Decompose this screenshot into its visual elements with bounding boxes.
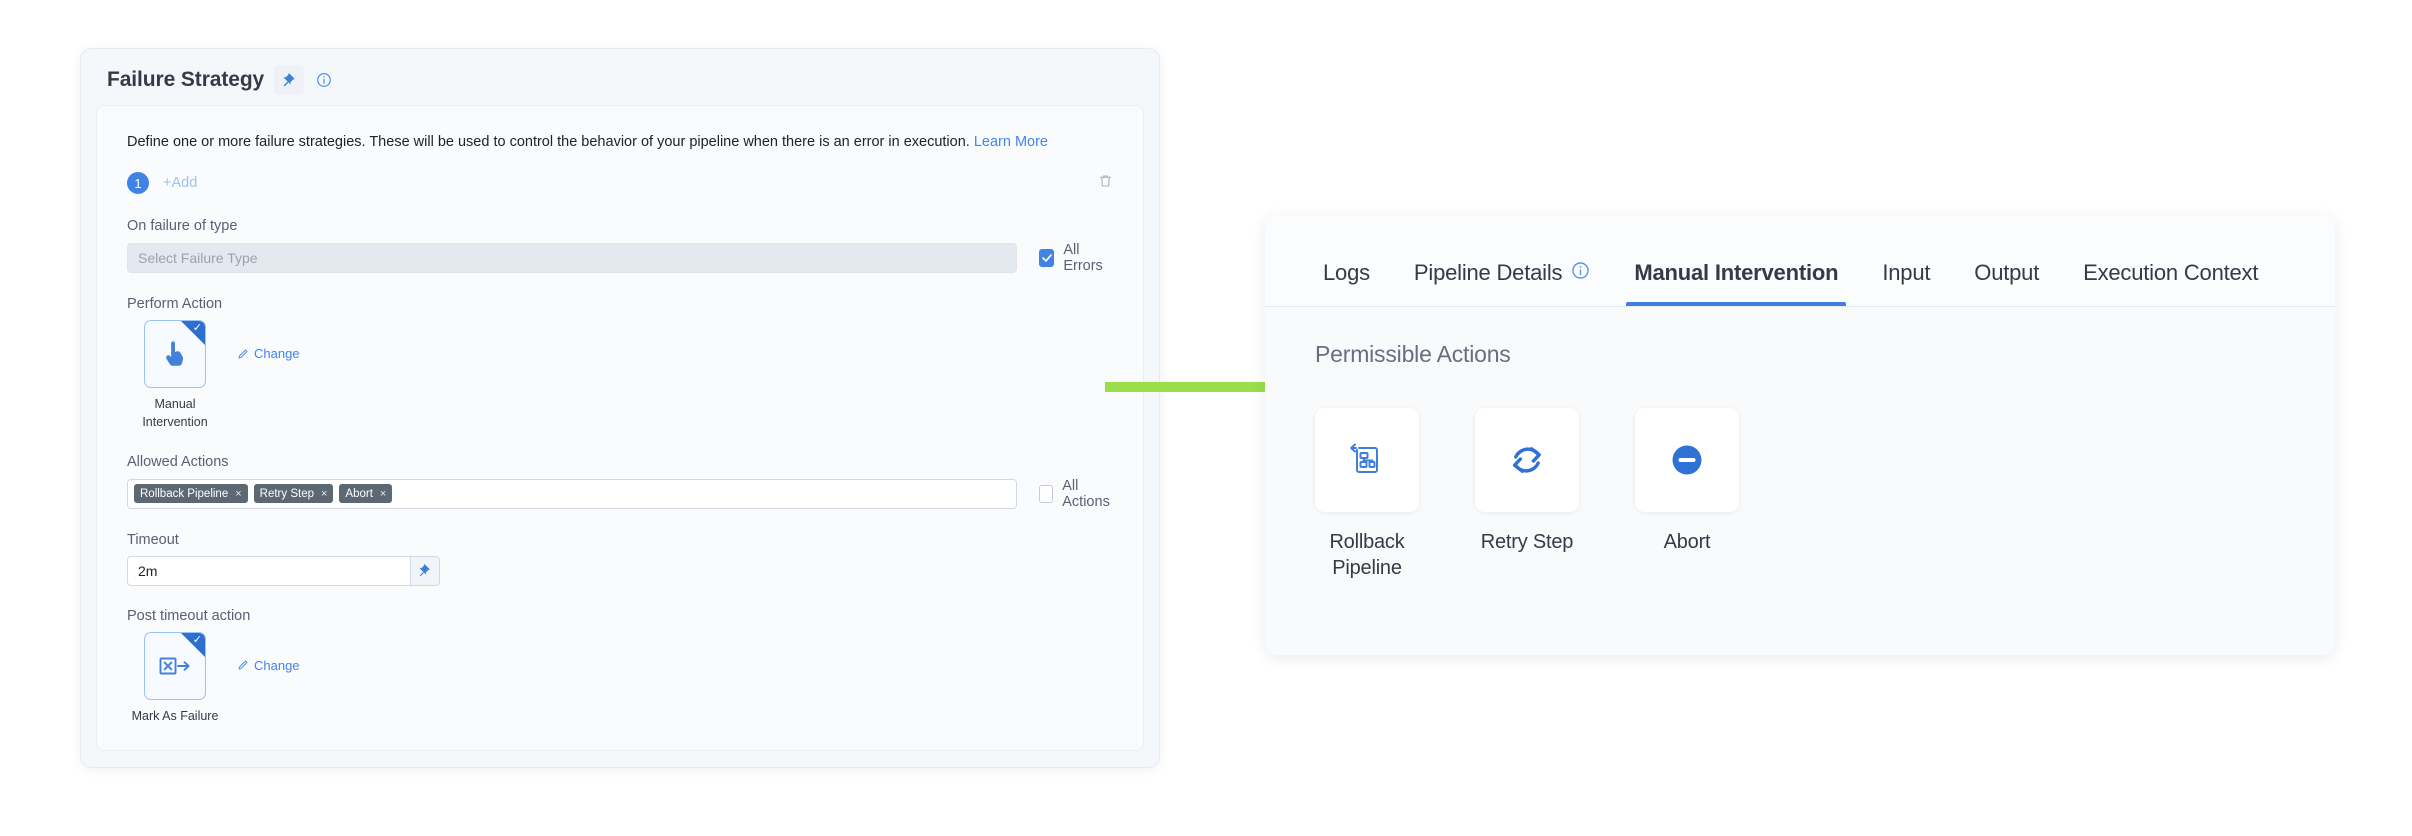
chip-label: Retry Step [260, 488, 314, 500]
description-text: Define one or more failure strategies. T… [127, 132, 1113, 152]
change-label: Change [254, 658, 300, 673]
allowed-actions-label: Allowed Actions [127, 454, 1113, 470]
tab-bar: Logs Pipeline Details Manual Intervention I… [1265, 215, 2335, 307]
strategy-index-row: 1 +Add [127, 170, 1113, 196]
tab-pipeline-details[interactable]: Pipeline Details [1392, 260, 1612, 306]
allowed-action-chip[interactable]: Retry Step × [254, 484, 334, 503]
check-icon: ✓ [193, 635, 202, 646]
tab-execution-context[interactable]: Execution Context [2061, 260, 2280, 306]
pencil-icon [237, 659, 249, 671]
chip-remove-icon[interactable]: × [380, 488, 386, 500]
trash-icon[interactable] [1098, 173, 1113, 194]
timeout-field: 2m [127, 556, 440, 586]
tab-output[interactable]: Output [1952, 260, 2061, 306]
check-icon: ✓ [193, 323, 202, 334]
change-perform-action-button[interactable]: Change [237, 346, 300, 361]
failure-strategy-body: Define one or more failure strategies. T… [96, 105, 1144, 751]
change-label: Change [254, 346, 300, 361]
page-title: Failure Strategy [107, 68, 264, 92]
tab-input[interactable]: Input [1860, 260, 1952, 306]
manual-intervention-panel: Permissible Actions Rollback Pipeline Ret… [1265, 307, 2335, 581]
manual-intervention-caption: Manual Intervention [127, 395, 223, 431]
retry-step-icon[interactable] [1475, 408, 1579, 512]
info-circle-icon[interactable] [314, 71, 333, 90]
all-actions-checkbox[interactable]: All Actions [1039, 478, 1114, 510]
permissible-action-label: Rollback Pipeline [1315, 530, 1419, 581]
allowed-action-chip[interactable]: Rollback Pipeline × [134, 484, 248, 503]
timeout-label: Timeout [127, 532, 1113, 548]
chip-remove-icon[interactable]: × [235, 488, 241, 500]
perform-action-tile-col: ✓ Manual Intervention [127, 320, 223, 431]
post-timeout-action-label: Post timeout action [127, 608, 1113, 624]
tab-label: Pipeline Details [1414, 260, 1562, 286]
post-timeout-action-block: ✓ Mark As Failure Change [127, 632, 1113, 725]
permissible-action-retry-step[interactable]: Retry Step [1475, 408, 1579, 581]
post-timeout-tile-col: ✓ Mark As Failure [127, 632, 223, 725]
strategy-index-badge[interactable]: 1 [127, 172, 149, 194]
permissible-action-label: Retry Step [1481, 530, 1573, 556]
pin-icon [418, 564, 432, 578]
failure-type-select[interactable]: Select Failure Type [127, 243, 1017, 273]
tab-label: Logs [1323, 260, 1370, 286]
all-errors-checkbox[interactable]: All Errors [1039, 242, 1113, 274]
chip-remove-icon[interactable]: × [321, 488, 327, 500]
perform-action-block: ✓ Manual Intervention Change [127, 320, 1113, 431]
add-strategy-button[interactable]: +Add [163, 175, 197, 191]
tab-label: Input [1882, 260, 1930, 286]
chip-label: Rollback Pipeline [140, 488, 228, 500]
abort-icon[interactable] [1635, 408, 1739, 512]
description-sentence: Define one or more failure strategies. T… [127, 134, 970, 150]
tab-label: Execution Context [2083, 260, 2258, 286]
learn-more-link[interactable]: Learn More [974, 134, 1048, 150]
perform-action-label: Perform Action [127, 296, 1113, 312]
all-errors-label: All Errors [1063, 242, 1113, 274]
rollback-pipeline-icon[interactable] [1315, 408, 1419, 512]
chip-label: Abort [345, 488, 373, 500]
mark-as-failure-caption: Mark As Failure [132, 707, 219, 725]
tab-label: Output [1974, 260, 2039, 286]
timeout-pin-icon[interactable] [410, 556, 440, 586]
permissible-action-abort[interactable]: Abort [1635, 408, 1739, 581]
failure-strategy-header: Failure Strategy [81, 49, 1159, 111]
all-actions-label: All Actions [1062, 478, 1113, 510]
pencil-icon [237, 348, 249, 360]
timeout-input[interactable]: 2m [127, 556, 410, 586]
on-failure-of-type-label: On failure of type [127, 218, 1113, 234]
failure-type-placeholder: Select Failure Type [138, 250, 258, 266]
mark-as-failure-tile[interactable]: ✓ [144, 632, 206, 700]
permissible-actions-list: Rollback Pipeline Retry Step Abort [1315, 408, 2335, 581]
all-errors-checkbox-box[interactable] [1039, 249, 1054, 267]
info-circle-icon[interactable] [1571, 260, 1590, 286]
permissible-action-rollback-pipeline[interactable]: Rollback Pipeline [1315, 408, 1419, 581]
allowed-actions-input[interactable]: Rollback Pipeline × Retry Step × Abort × [127, 479, 1017, 509]
manual-intervention-tile[interactable]: ✓ [144, 320, 206, 388]
tab-label: Manual Intervention [1634, 260, 1838, 286]
allowed-actions-row: Rollback Pipeline × Retry Step × Abort × All … [127, 478, 1113, 510]
allowed-action-chip[interactable]: Abort × [339, 484, 392, 503]
mark-as-failure-icon [158, 654, 192, 678]
tab-manual-intervention[interactable]: Manual Intervention [1612, 260, 1860, 306]
all-actions-checkbox-box[interactable] [1039, 485, 1053, 503]
permissible-action-label: Abort [1664, 530, 1711, 556]
change-post-timeout-action-button[interactable]: Change [237, 658, 300, 673]
permissible-actions-title: Permissible Actions [1315, 341, 2335, 368]
failure-strategy-card: Failure Strategy Define one or more fail… [80, 48, 1160, 768]
pin-icon[interactable] [274, 65, 304, 95]
step-details-card: Logs Pipeline Details Manual Intervention I… [1265, 215, 2335, 655]
on-failure-of-type-row: Select Failure Type All Errors [127, 242, 1113, 274]
tab-logs[interactable]: Logs [1301, 260, 1392, 306]
